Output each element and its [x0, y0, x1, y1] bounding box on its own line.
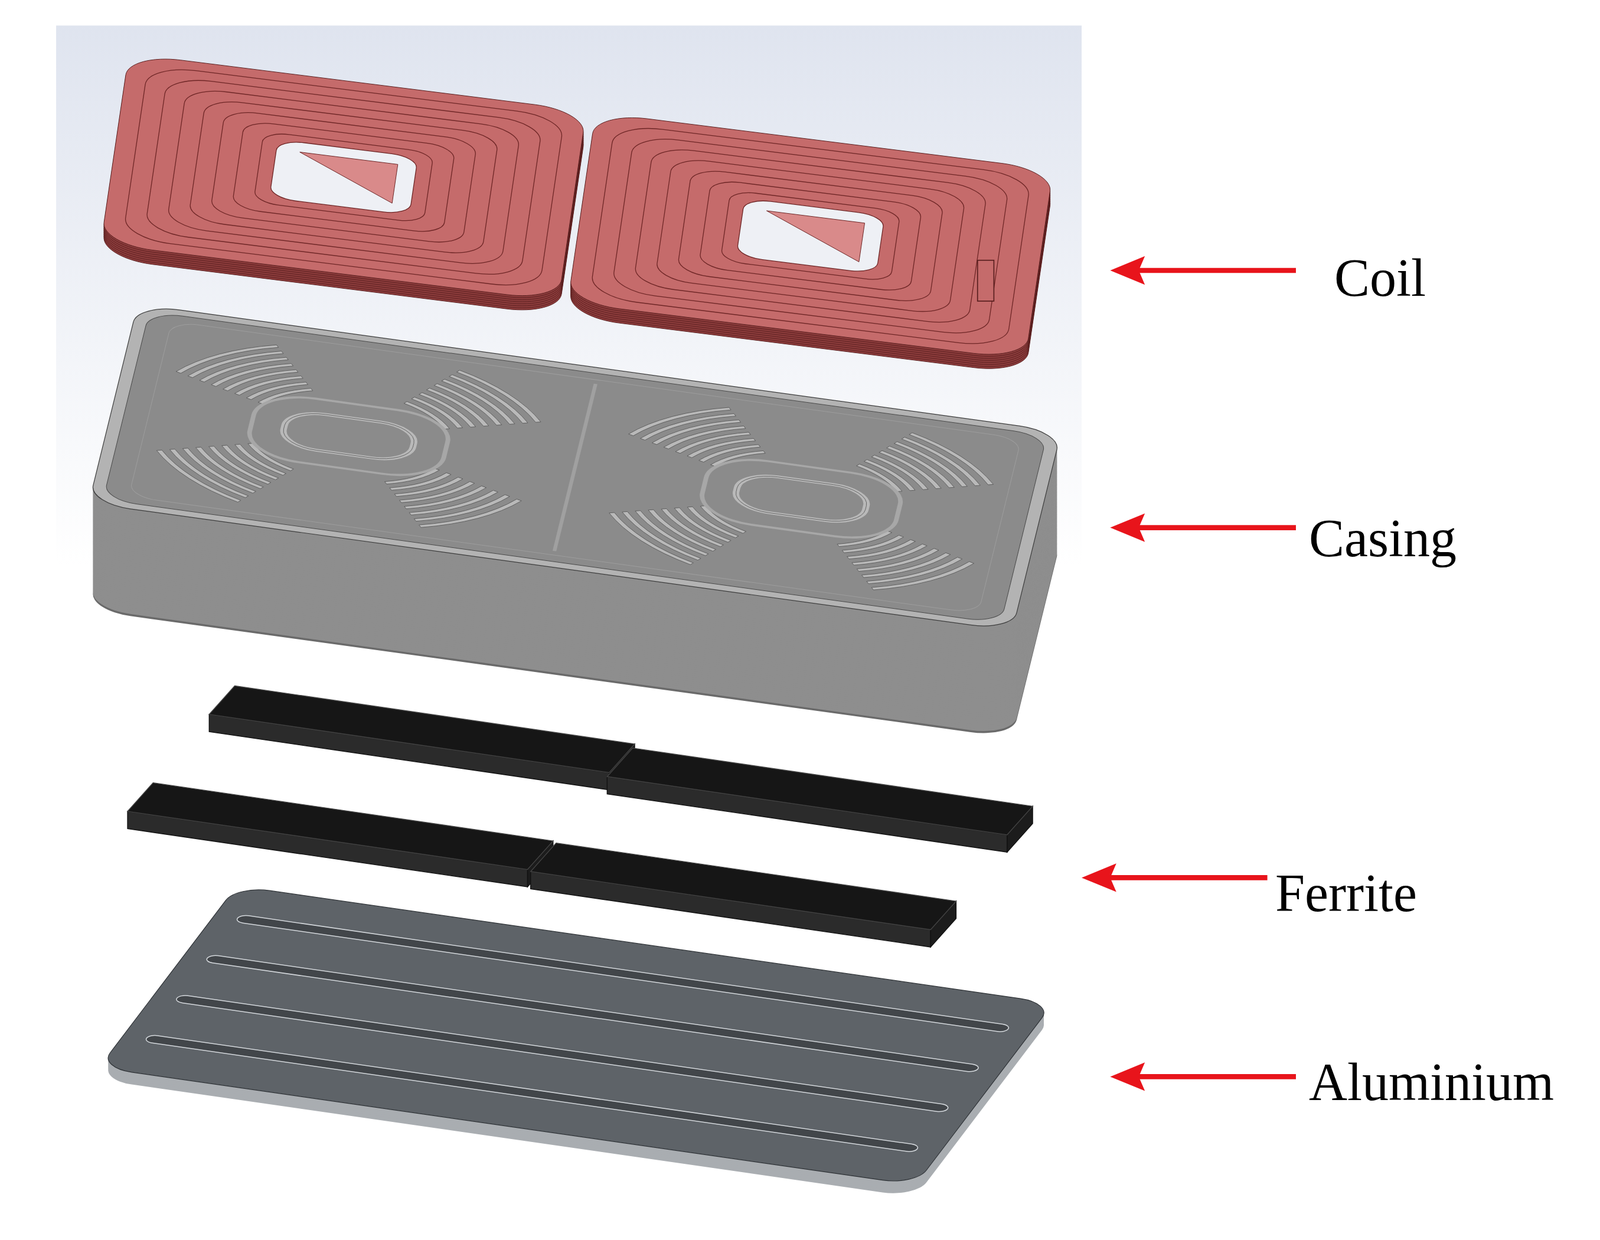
casing [88, 304, 1061, 739]
casing-fin [175, 332, 280, 386]
part-label: Aluminium [1308, 1052, 1554, 1112]
casing-fin [418, 487, 522, 541]
casing-fin [147, 449, 251, 503]
ferrite-tiles [127, 685, 1033, 947]
leader-arrow [1132, 1073, 1296, 1080]
ferrite-tile [209, 685, 635, 790]
coil-turn [231, 120, 456, 235]
coil-top [100, 53, 1054, 361]
leader-arrow [1132, 268, 1296, 274]
leader-arrow [1132, 524, 1296, 531]
coil-turn [698, 178, 923, 293]
render-background [56, 25, 1082, 1225]
part-label: Ferrite [1275, 863, 1417, 923]
coil-center [736, 198, 886, 274]
coil-turn [188, 98, 500, 257]
casing-fin [160, 448, 257, 498]
casing-fin [870, 549, 975, 603]
leader-arrow [1104, 874, 1268, 881]
parts [88, 53, 1061, 1198]
arrow-head [1109, 1062, 1145, 1091]
coil-turn [632, 145, 988, 327]
coil-turn [676, 167, 945, 305]
casing-fin [899, 432, 1004, 486]
ferrite-tile [606, 748, 1033, 852]
arrow-head [1109, 513, 1145, 542]
casing-fin [599, 511, 703, 566]
coil-turn [166, 86, 522, 268]
coil-turn [720, 190, 901, 283]
casing-fin [447, 369, 551, 423]
casing-fin [628, 394, 732, 449]
coil-turn [611, 134, 1010, 338]
ferrite-tile [530, 843, 957, 948]
part-label: Casing [1308, 508, 1457, 568]
casing-fin [892, 436, 989, 487]
plate-slot [144, 1034, 921, 1153]
coil-turn [209, 109, 478, 246]
part-label: Coil [1334, 248, 1426, 308]
coil-turn [144, 75, 544, 279]
arrow-head [1109, 256, 1145, 285]
coil-turn [122, 64, 565, 291]
coil-turn [654, 156, 966, 316]
coil-terminal [977, 260, 995, 302]
coil [100, 53, 1054, 375]
arrow-head [1081, 863, 1117, 892]
coil-center [269, 139, 419, 215]
coil-turn [253, 131, 434, 224]
ferrite-tile [127, 782, 554, 887]
coil-turn [589, 123, 1031, 349]
leader-arrows [1081, 256, 1296, 1092]
casing-fin [613, 510, 710, 561]
casing-fin [440, 374, 537, 424]
